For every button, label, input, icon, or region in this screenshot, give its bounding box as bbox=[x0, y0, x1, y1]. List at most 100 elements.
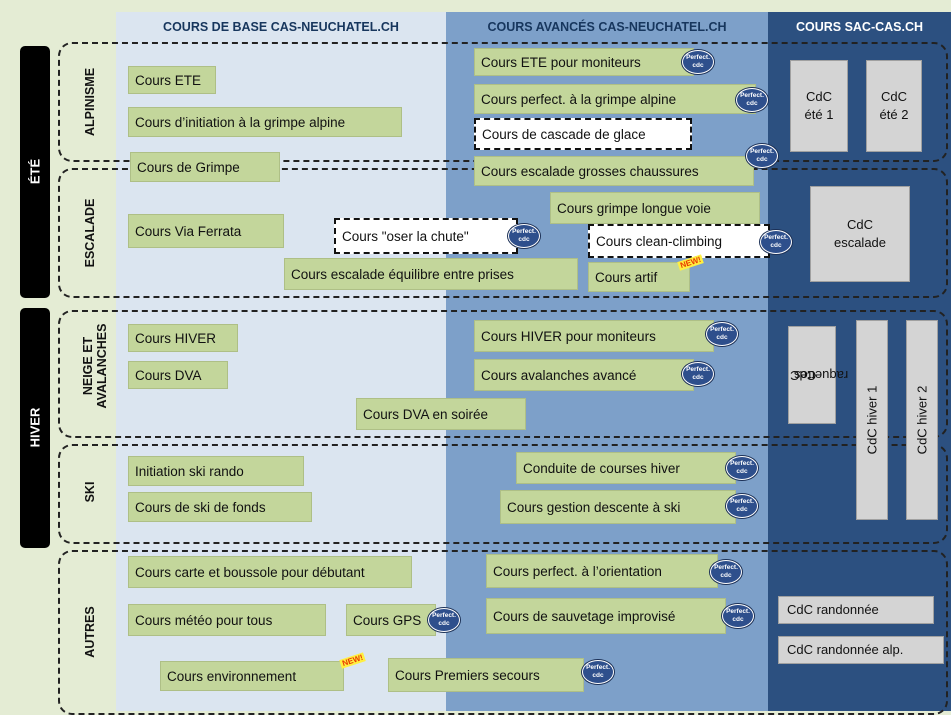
badge-line1: Perfect. bbox=[432, 612, 456, 619]
course-orientation[interactable]: Cours perfect. à l’orientation bbox=[486, 554, 718, 588]
perfect-cdc-badge: Perfect.cdc bbox=[582, 660, 614, 684]
badge-line1: Perfect. bbox=[710, 326, 734, 333]
cdc-escalade-line1: CdC bbox=[846, 217, 873, 232]
perfect-cdc-badge: Perfect.cdc bbox=[726, 456, 758, 480]
neige-label-line1: NEIGE ET bbox=[81, 336, 95, 396]
ski-group bbox=[58, 444, 948, 544]
course-dva[interactable]: Cours DVA bbox=[128, 361, 228, 389]
badge-line1: Perfect. bbox=[586, 664, 610, 671]
autres-label: AUTRES bbox=[83, 606, 97, 658]
perfect-cdc-badge: Perfect.cdc bbox=[682, 362, 714, 386]
badge-line1: Perfect. bbox=[740, 92, 764, 99]
cdc-hiver-2-label: CdC hiver 2 bbox=[914, 385, 930, 455]
badge-line2: cdc bbox=[746, 100, 758, 107]
course-via-ferrata[interactable]: Cours Via Ferrata bbox=[128, 214, 284, 248]
badge-line2: cdc bbox=[692, 374, 704, 381]
badge-line1: Perfect. bbox=[686, 54, 710, 61]
badge-line2: cdc bbox=[438, 620, 450, 627]
cdc-ete-2-line1: CdC bbox=[880, 89, 907, 104]
course-ete[interactable]: Cours ETE bbox=[128, 66, 216, 94]
course-gps[interactable]: Cours GPS bbox=[346, 604, 436, 636]
base-column-header: COURS DE BASE CAS-NEUCHATEL.CH bbox=[163, 20, 399, 34]
badge-line2: cdc bbox=[692, 62, 704, 69]
badge-line2: cdc bbox=[720, 572, 732, 579]
badge-line1: Perfect. bbox=[764, 234, 788, 241]
ski-label: SKI bbox=[83, 481, 97, 503]
cdc-escalade-line2: escalade bbox=[833, 235, 887, 250]
course-ski-rando[interactable]: Initiation ski rando bbox=[128, 456, 304, 486]
course-dva-soiree[interactable]: Cours DVA en soirée bbox=[356, 398, 526, 430]
winter-season-bar bbox=[20, 308, 50, 548]
course-meteo[interactable]: Cours météo pour tous bbox=[128, 604, 326, 636]
course-initiation-grimpe[interactable]: Cours d’initiation à la grimpe alpine bbox=[128, 107, 402, 137]
course-ski-fonds[interactable]: Cours de ski de fonds bbox=[128, 492, 312, 522]
perfect-cdc-badge: Perfect.cdc bbox=[706, 322, 738, 346]
course-longue-voie[interactable]: Cours grimpe longue voie bbox=[550, 192, 760, 224]
perfect-cdc-badge: Perfect.cdc bbox=[760, 230, 792, 254]
course-oser-la-chute[interactable]: Cours "oser la chute" bbox=[334, 218, 518, 254]
neige-label-line2: AVALANCHES bbox=[95, 323, 109, 409]
cdc-ete-1-line2: été 1 bbox=[804, 107, 834, 122]
badge-line1: Perfect. bbox=[726, 608, 750, 615]
course-artif[interactable]: Cours artif bbox=[588, 262, 690, 292]
badge-line1: Perfect. bbox=[730, 460, 754, 467]
cdc-escalade[interactable]: CdC escalade bbox=[810, 186, 910, 282]
cdc-hiver-2[interactable]: CdC hiver 2 bbox=[906, 320, 938, 520]
cdc-ete-1[interactable]: CdC été 1 bbox=[790, 60, 848, 152]
course-grosses-chaussures[interactable]: Cours escalade grosses chaussures bbox=[474, 156, 754, 186]
course-hiver-moniteurs[interactable]: Cours HIVER pour moniteurs bbox=[474, 320, 714, 352]
cdc-hiver-1[interactable]: CdC hiver 1 bbox=[856, 320, 888, 520]
cdc-raquettes-line2: raquettes bbox=[793, 368, 849, 383]
course-cascade-glace[interactable]: Cours de cascade de glace bbox=[474, 118, 692, 150]
course-carte-boussole[interactable]: Cours carte et boussole pour débutant bbox=[128, 556, 412, 588]
perfect-cdc-badge: Perfect.cdc bbox=[508, 224, 540, 248]
summer-season-label: ÉTÉ bbox=[27, 158, 43, 185]
badge-line2: cdc bbox=[736, 506, 748, 513]
course-environnement[interactable]: Cours environnement bbox=[160, 661, 344, 691]
summer-season-bar bbox=[20, 46, 50, 298]
escalade-label: ESCALADE bbox=[83, 198, 97, 268]
cdc-ete-2-line2: été 2 bbox=[879, 107, 909, 122]
badge-line2: cdc bbox=[732, 616, 744, 623]
badge-line2: cdc bbox=[518, 236, 530, 243]
badge-line1: Perfect. bbox=[686, 366, 710, 373]
course-clean-climbing[interactable]: Cours clean-climbing bbox=[588, 224, 770, 258]
perfect-cdc-badge: Perfect.cdc bbox=[726, 494, 758, 518]
course-premiers-secours[interactable]: Cours Premiers secours bbox=[388, 658, 584, 692]
cdc-randonnee[interactable]: CdC randonnée bbox=[778, 596, 934, 624]
badge-line2: cdc bbox=[770, 242, 782, 249]
perfect-cdc-badge: Perfect.cdc bbox=[428, 608, 460, 632]
course-conduite-hiver[interactable]: Conduite de courses hiver bbox=[516, 452, 736, 484]
course-avalanches[interactable]: Cours avalanches avancé bbox=[474, 359, 694, 391]
course-perfect-grimpe[interactable]: Cours perfect. à la grimpe alpine bbox=[474, 84, 756, 114]
badge-line2: cdc bbox=[756, 156, 768, 163]
cdc-ete-1-line1: CdC bbox=[805, 89, 832, 104]
badge-line2: cdc bbox=[592, 672, 604, 679]
course-descente-ski[interactable]: Cours gestion descente à ski bbox=[500, 490, 736, 524]
course-hiver[interactable]: Cours HIVER bbox=[128, 324, 238, 352]
alpinisme-label: ALPINISME bbox=[83, 67, 97, 137]
sac-column-header: COURS SAC-CAS.CH bbox=[795, 20, 924, 34]
perfect-cdc-badge: Perfect.cdc bbox=[710, 560, 742, 584]
badge-line1: Perfect. bbox=[730, 498, 754, 505]
badge-line2: cdc bbox=[736, 468, 748, 475]
course-ete-moniteurs[interactable]: Cours ETE pour moniteurs bbox=[474, 48, 694, 76]
course-equilibre[interactable]: Cours escalade équilibre entre prises bbox=[284, 258, 578, 290]
badge-line1: Perfect. bbox=[714, 564, 738, 571]
perfect-cdc-badge: Perfect.cdc bbox=[746, 144, 778, 168]
badge-line1: Perfect. bbox=[750, 148, 774, 155]
cdc-hiver-1-label: CdC hiver 1 bbox=[864, 385, 880, 455]
cdc-randonnee-alp[interactable]: CdC randonnée alp. bbox=[778, 636, 944, 664]
course-grimpe[interactable]: Cours de Grimpe bbox=[130, 152, 280, 182]
perfect-cdc-badge: Perfect.cdc bbox=[722, 604, 754, 628]
winter-season-label: HIVER bbox=[27, 407, 43, 448]
course-sauvetage[interactable]: Cours de sauvetage improvisé bbox=[486, 598, 726, 634]
neige-avalanches-group bbox=[58, 310, 948, 438]
cdc-ete-2[interactable]: CdC été 2 bbox=[866, 60, 922, 152]
perfect-cdc-badge: Perfect.cdc bbox=[736, 88, 768, 112]
perfect-cdc-badge: Perfect.cdc bbox=[682, 50, 714, 74]
badge-line2: cdc bbox=[716, 334, 728, 341]
badge-line1: Perfect. bbox=[512, 228, 536, 235]
